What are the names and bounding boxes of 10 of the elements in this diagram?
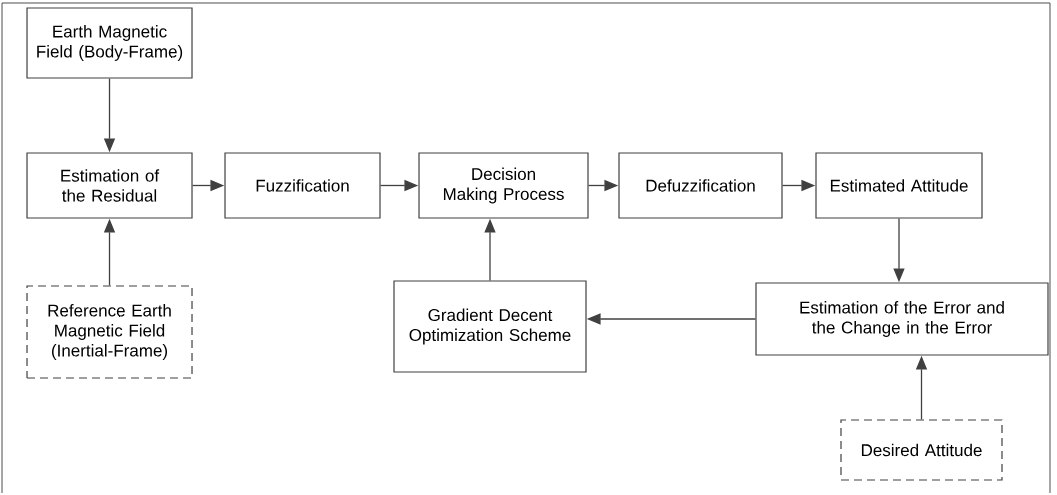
dashed-box: Reference Earth Magnetic Field (Inertial-Frame) [26, 285, 193, 379]
process-box: Gradient Decent Optimization Scheme [393, 280, 587, 373]
process-box: Defuzzification [618, 152, 783, 219]
dashed-box: Desired Attitude [840, 419, 1003, 481]
process-box: Earth Magnetic Field (Body-Frame) [26, 7, 193, 79]
process-box: Decision Making Process [418, 152, 589, 219]
process-box: Fuzzification [224, 152, 381, 219]
process-box: Estimation of the Residual [26, 152, 193, 219]
process-box: Estimation of the Error and the Change in the Error [755, 282, 1049, 356]
process-box: Estimated Attitude [815, 152, 983, 219]
